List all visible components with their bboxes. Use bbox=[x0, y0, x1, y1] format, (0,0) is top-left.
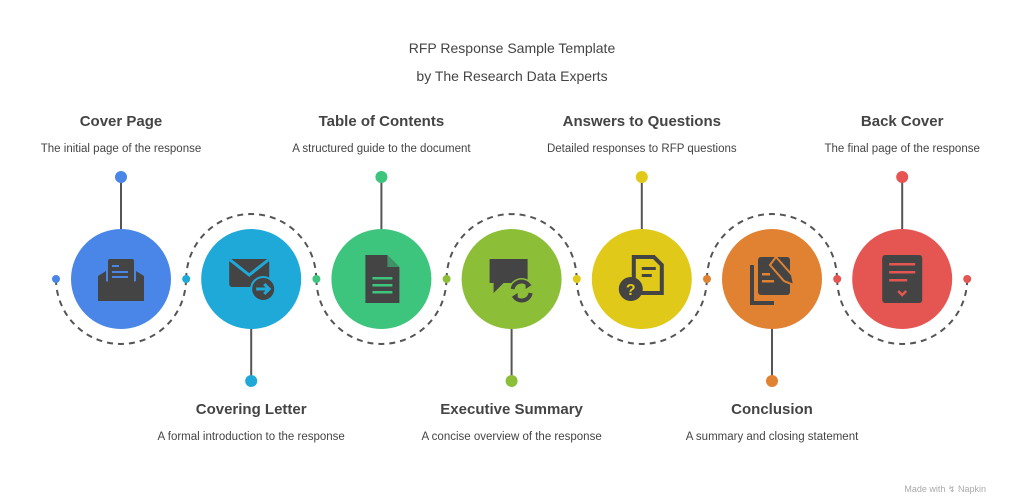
step-circle-5 bbox=[591, 229, 692, 329]
napkin-watermark: Made with ↯ Napkin bbox=[904, 484, 986, 494]
connector-dot bbox=[182, 275, 191, 283]
pin-dot bbox=[245, 375, 258, 387]
connector-arc bbox=[575, 278, 708, 345]
step-description: A summary and closing statement bbox=[685, 431, 859, 443]
connector-dot bbox=[963, 275, 972, 283]
step-label-2: Covering Letter A formal introduction to … bbox=[151, 401, 351, 445]
connector-arc bbox=[836, 278, 969, 345]
connector-dot bbox=[52, 275, 60, 283]
connector-arc bbox=[315, 278, 448, 345]
step-label-4: Executive Summary A concise overview of t… bbox=[412, 401, 612, 445]
notes-pencil-icon bbox=[750, 255, 796, 305]
step-label-6: Conclusion A summary and closing statemen… bbox=[672, 401, 872, 445]
connector-dot bbox=[312, 275, 321, 283]
pin-dot bbox=[115, 171, 127, 183]
step-title: Executive Summary bbox=[440, 401, 583, 418]
connector-dot bbox=[833, 275, 842, 283]
step-title: Conclusion bbox=[731, 401, 813, 418]
step-description: A structured guide to the document bbox=[292, 143, 471, 155]
title-line-1: RFP Response Sample Template bbox=[408, 40, 616, 56]
connector-dot bbox=[442, 275, 451, 283]
connector-dot bbox=[703, 275, 711, 283]
step-description: A concise overview of the response bbox=[421, 431, 602, 443]
send-mail-icon bbox=[229, 258, 277, 302]
step-label-3: Table of Contents A structured guide to t… bbox=[281, 113, 481, 157]
step-title: Covering Letter bbox=[195, 401, 307, 418]
step-description: The final page of the response bbox=[824, 143, 980, 155]
step-description: Detailed responses to RFP questions bbox=[546, 143, 737, 155]
step-description: A formal introduction to the response bbox=[157, 431, 345, 443]
connector-arc bbox=[445, 213, 578, 280]
napkin-logo-icon: ↯ bbox=[947, 484, 956, 494]
connector-arc bbox=[706, 213, 838, 280]
title-line-2: by The Research Data Experts bbox=[416, 68, 608, 84]
open-envelope-letter-icon bbox=[98, 259, 144, 301]
connector-dot bbox=[572, 275, 581, 283]
step-title: Back Cover bbox=[860, 113, 944, 130]
step-title: Table of Contents bbox=[318, 113, 445, 130]
step-description: The initial page of the response bbox=[40, 143, 202, 155]
step-title: Cover Page bbox=[79, 113, 163, 130]
connector-arc bbox=[55, 278, 187, 345]
pin-dot bbox=[896, 171, 909, 183]
step-title: Answers to Questions bbox=[562, 113, 721, 130]
chat-refresh-icon bbox=[489, 259, 535, 304]
pin-dot bbox=[635, 171, 648, 183]
connector-arc bbox=[185, 213, 318, 280]
question-document-icon: ? bbox=[618, 255, 664, 301]
pin-dot bbox=[766, 375, 778, 387]
document-check-icon bbox=[882, 255, 923, 303]
svg-text:?: ? bbox=[626, 282, 636, 299]
pin-dot bbox=[375, 171, 388, 183]
pin-dot bbox=[505, 375, 518, 387]
document-icon bbox=[365, 255, 400, 303]
